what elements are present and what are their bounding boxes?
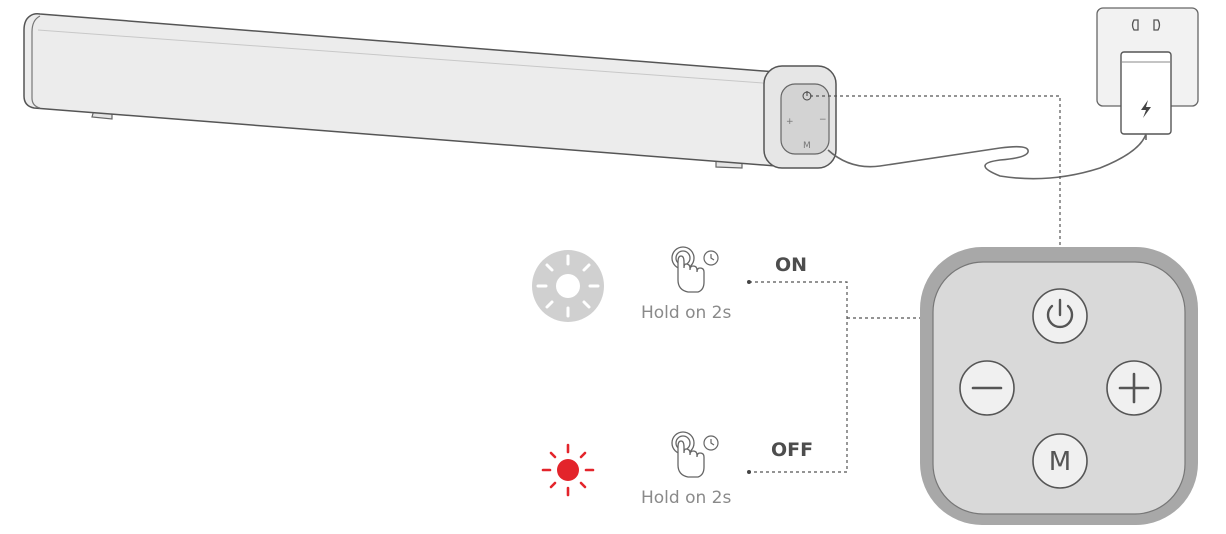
light-red-icon <box>541 443 595 497</box>
soundbar-control-panel <box>780 83 830 155</box>
instruction-off: Hold on 2s OFF <box>541 431 813 508</box>
hold-text-on: Hold on 2s <box>641 303 731 323</box>
remote-panel-inner <box>932 261 1186 515</box>
state-label-off: OFF <box>771 439 813 461</box>
plus-icon <box>1118 372 1150 404</box>
light-off-icon <box>532 250 604 322</box>
clock-icon <box>703 435 719 451</box>
finger-press-icon <box>671 431 705 478</box>
power-button[interactable] <box>1032 288 1088 344</box>
mode-button-label: M <box>1049 447 1071 477</box>
volume-down-button[interactable] <box>959 360 1015 416</box>
hold-text-off: Hold on 2s <box>641 488 731 508</box>
soundbar-mode-label: M <box>803 141 811 151</box>
volume-up-button[interactable] <box>1106 360 1162 416</box>
clock-icon <box>703 250 719 266</box>
state-label-on: ON <box>775 254 807 276</box>
instruction-on: Hold on 2s ON <box>532 246 807 323</box>
finger-press-icon <box>671 246 705 293</box>
lightning-icon <box>1141 100 1151 118</box>
power-cable <box>827 133 1147 180</box>
power-icon <box>1046 298 1074 329</box>
socket-icon <box>1131 19 1161 31</box>
soundbar: + − M <box>23 13 1147 180</box>
wall-socket <box>1096 7 1199 140</box>
mode-button[interactable]: M <box>1032 433 1088 489</box>
soundbar-plus-label: + <box>786 117 794 127</box>
power-adapter <box>1120 51 1172 135</box>
soundbar-minus-label: − <box>819 115 827 125</box>
remote-panel: M <box>920 247 1198 525</box>
